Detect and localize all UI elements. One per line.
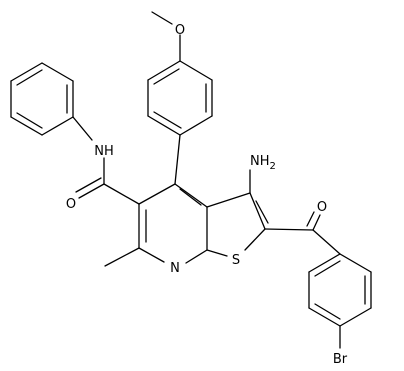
phenyl-ring <box>10 62 93 141</box>
amino-subscript-text: 2 <box>270 161 276 172</box>
bond-py-1 <box>138 183 176 205</box>
ketone-oxygen-label: O <box>317 200 327 215</box>
bond-carbonyl-o-double <box>75 177 102 193</box>
methoxy-oxygen-label: O <box>175 23 185 38</box>
bond-ketone-o <box>312 214 321 231</box>
bond-ph-6-double <box>16 69 43 86</box>
bond-th-2 <box>249 192 266 230</box>
bond-ring-a6-double <box>153 68 180 85</box>
bond-ketone-o-double <box>306 211 315 227</box>
thiophene-sulfur-label: S <box>232 253 240 268</box>
amino-group-label: NH2 <box>250 154 276 172</box>
bond-py-4 <box>185 249 208 264</box>
bond-th-4 <box>206 249 228 257</box>
bromobenzoyl-group <box>264 211 372 349</box>
bond-ph-3 <box>41 116 74 136</box>
bond-py-3 <box>138 247 165 263</box>
bond-methyl <box>104 247 140 267</box>
bond-br-6 <box>308 253 341 273</box>
bond-carbonyl-o <box>78 183 105 199</box>
bond-th-3 <box>244 228 266 251</box>
bond-br-4-double <box>314 303 341 320</box>
bond-br-4 <box>308 307 341 327</box>
bond-carbonyl-ring <box>103 183 140 205</box>
bond-br-3 <box>339 307 372 327</box>
bond-ph-6 <box>10 62 43 82</box>
amide-oxygen-label: O <box>66 197 76 212</box>
bond-th-1 <box>206 192 251 208</box>
amide-group <box>75 157 140 205</box>
bond-ring-a3 <box>179 115 213 136</box>
bond-th-ketone <box>264 228 314 231</box>
bond-aryl-pyridine <box>174 134 181 185</box>
bond-ring-a4-double <box>153 111 182 129</box>
bond-methyl-methoxy <box>151 11 173 25</box>
pyridine-ring <box>104 134 208 267</box>
methoxyphenyl-ring <box>147 11 213 136</box>
bond-py-6-double <box>179 188 202 206</box>
pyridine-nitrogen-label: N <box>170 261 180 276</box>
bond-br-6-double <box>314 260 341 277</box>
bond-br-1 <box>339 253 372 273</box>
bond-ph-4-double <box>16 112 43 129</box>
bond-th-2-double <box>255 200 269 224</box>
amino-nh-text: NH <box>250 154 270 169</box>
bond-ph-1 <box>41 62 74 82</box>
bond-ring-a6 <box>147 60 181 81</box>
bond-ring-a1 <box>179 60 213 81</box>
amide-nh-label: NH <box>94 144 114 159</box>
bond-ketone-ring <box>312 229 341 255</box>
bond-py-6 <box>174 183 208 208</box>
bromine-label: Br <box>333 352 348 367</box>
bond-ring-a4 <box>147 115 181 136</box>
bond-ph-4 <box>10 116 43 136</box>
bond-ph-nh <box>72 116 93 141</box>
thiophene-ring <box>206 169 269 257</box>
